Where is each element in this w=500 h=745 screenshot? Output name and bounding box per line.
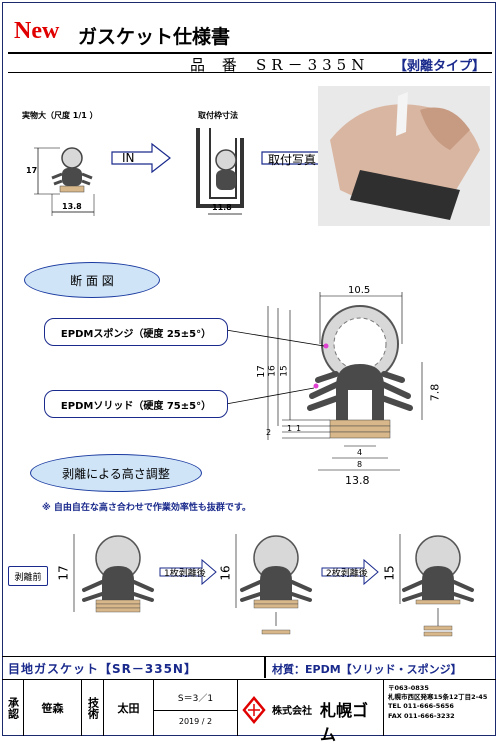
after1-arrow-icon bbox=[159, 558, 217, 586]
actual-size-label: 実物大（尺度 1/1 ） bbox=[22, 111, 98, 120]
after2-arrow-icon bbox=[321, 558, 379, 586]
photo-label: 取付写真 bbox=[268, 153, 317, 167]
postal-code: 〒063-0835 bbox=[388, 684, 429, 692]
approve-label-cell: 承認 bbox=[2, 680, 24, 736]
dim-height-total: 17 bbox=[255, 365, 267, 378]
after2-label: 2枚剥離後 bbox=[326, 569, 368, 579]
part-label: 品 番 bbox=[190, 56, 243, 74]
company-name: 札幌ゴム bbox=[320, 701, 369, 744]
scale-date-cell: S＝3／1 2019 / 2 bbox=[154, 680, 238, 736]
section-view-oval: 断 面 図 bbox=[24, 262, 160, 298]
before-peel-label: 剥離前 bbox=[8, 566, 48, 586]
dim-height: 17 bbox=[26, 166, 38, 175]
installation-photo bbox=[318, 86, 490, 226]
dim-width: 13.8 bbox=[62, 202, 82, 211]
company-logo-icon bbox=[242, 696, 266, 724]
dim-bottom-c: 1 bbox=[296, 424, 302, 433]
approver-name: 笹森 bbox=[41, 702, 64, 715]
dim-height-inner: 16 bbox=[267, 365, 278, 377]
tel-number: TEL 011-666-5656 bbox=[388, 702, 454, 711]
solid-callout: EPDMソリッド（硬度 75±5°） bbox=[44, 390, 228, 418]
title-divider-lower bbox=[8, 72, 492, 73]
page-title: ガスケット仕様書 bbox=[78, 26, 231, 48]
part-tag: 【剥離タイプ】 bbox=[394, 59, 486, 74]
dim-inner-width-small: 4 bbox=[357, 448, 363, 457]
before-height: 17 bbox=[56, 565, 71, 581]
dim-height-mid: 15 bbox=[279, 365, 290, 377]
product-name: 目地ガスケット【SR－335N】 bbox=[8, 662, 197, 676]
sponge-leader-line bbox=[225, 329, 325, 347]
tech-person-name: 太田 bbox=[117, 702, 140, 715]
dim-bottom-width: 13.8 bbox=[345, 474, 370, 487]
after2-height: 15 bbox=[382, 565, 397, 581]
height-adjust-oval: 剥離による高さ調整 bbox=[30, 454, 202, 492]
section-gasket-drawing bbox=[307, 305, 413, 439]
dim-top-width: 10.5 bbox=[348, 285, 371, 296]
scale-value: S＝3／1 bbox=[154, 691, 237, 711]
solid-leader-line bbox=[225, 387, 315, 405]
page-frame bbox=[2, 2, 496, 736]
mount-frame-drawing bbox=[196, 128, 244, 215]
title-block: 承認 笹森 技術 太田 S＝3／1 2019 / 2 株式会社 札幌ゴム 〒06… bbox=[2, 680, 496, 744]
title-divider bbox=[8, 52, 492, 54]
approve-label: 承認 bbox=[6, 697, 20, 719]
after1-peel-drawing bbox=[235, 534, 312, 635]
small-gasket-drawing bbox=[34, 147, 95, 216]
street-address: 札幌市西区発寒15条12丁目2-45 bbox=[388, 693, 488, 702]
material-spec: 材質：EPDM【ソリッド・スポンジ】 bbox=[272, 663, 462, 676]
company-prefix: 株式会社 bbox=[272, 706, 312, 717]
product-bar-divider bbox=[264, 657, 266, 678]
fax-number: FAX 011-666-3232 bbox=[388, 711, 455, 720]
tech-label: 技術 bbox=[86, 697, 100, 719]
product-bar: 目地ガスケット【SR－335N】 材質：EPDM【ソリッド・スポンジ】 bbox=[2, 656, 496, 680]
approver-cell: 笹森 bbox=[24, 680, 82, 736]
before-peel-drawing bbox=[73, 534, 154, 613]
height-adjust-note: ※ 自由自在な高さ合わせで作業効率性も抜群です。 bbox=[42, 503, 251, 513]
dim-inner-width: 8 bbox=[357, 460, 363, 469]
new-label: New bbox=[14, 18, 60, 44]
dim-bottom-b: 1 bbox=[287, 424, 293, 433]
part-number: SR－335N bbox=[256, 56, 370, 74]
company-block: 株式会社 札幌ゴム bbox=[238, 680, 384, 744]
in-label: IN bbox=[122, 151, 135, 165]
mount-dim-label: 取付枠寸法 bbox=[198, 111, 238, 120]
sponge-callout: EPDMスポンジ（硬度 25±5°） bbox=[44, 318, 228, 346]
after2-peel-drawing bbox=[399, 534, 474, 637]
dim-frame-width: 11.8 bbox=[212, 203, 232, 212]
dim-bottom-a: 2 bbox=[266, 428, 272, 437]
section-dimension-lines bbox=[267, 292, 423, 471]
in-arrow-icon bbox=[111, 142, 171, 174]
company-address-block: 〒063-0835 札幌市西区発寒15条12丁目2-45 TEL 011-666… bbox=[388, 684, 487, 721]
after1-height: 16 bbox=[218, 565, 233, 581]
tech-label-cell: 技術 bbox=[82, 680, 104, 736]
issue-date: 2019 / 2 bbox=[178, 716, 213, 726]
dim-right-height: 7.8 bbox=[428, 383, 442, 402]
after1-label: 1枚剥離後 bbox=[164, 569, 206, 579]
tech-person-cell: 太田 bbox=[104, 680, 154, 736]
